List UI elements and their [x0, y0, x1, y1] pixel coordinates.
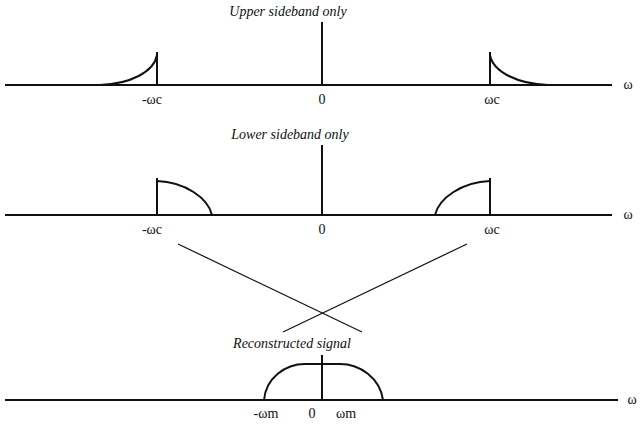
axis-label: ω: [625, 392, 638, 408]
axis-tick-label: 0: [317, 222, 328, 238]
axis-label: ω: [621, 77, 634, 93]
axis-tick-label: ωm: [334, 406, 358, 422]
axis-label: ω: [621, 207, 634, 223]
axis-tick-label: ωc: [482, 92, 501, 108]
axis-tick-label: -ωc: [140, 222, 164, 238]
axis-tick-label: 0: [307, 406, 318, 422]
axis-tick-label: ωc: [482, 222, 501, 238]
axis-tick-label: 0: [317, 92, 328, 108]
panel-title: Lower sideband only: [229, 127, 350, 143]
axis-tick-label: -ωc: [140, 92, 164, 108]
axis-tick-label: -ωm: [252, 406, 281, 422]
panel-title: Reconstructed signal: [231, 336, 353, 352]
panel-title: Upper sideband only: [227, 4, 348, 20]
